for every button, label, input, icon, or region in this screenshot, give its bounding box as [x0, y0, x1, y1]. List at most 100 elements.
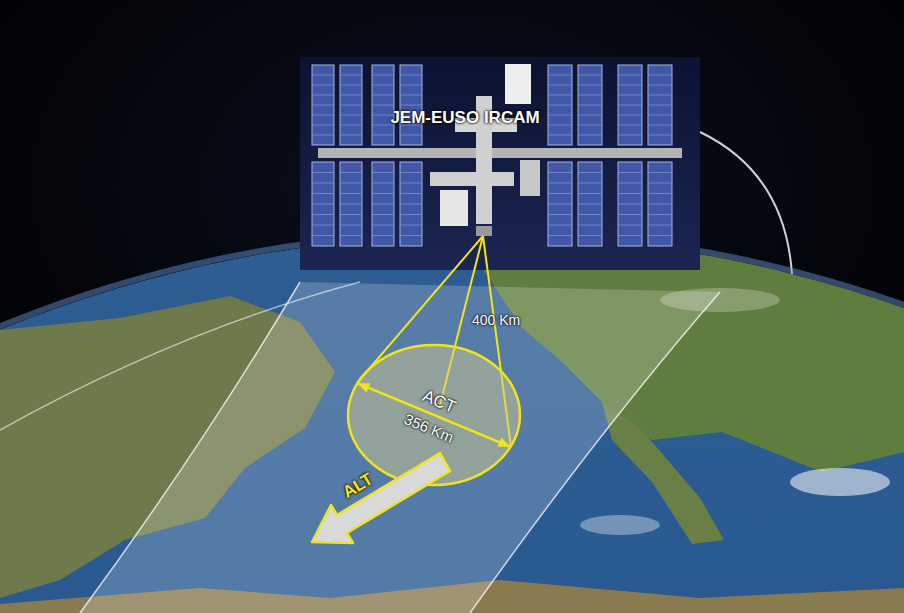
panel-grid [312, 235, 334, 236]
panel-grid [548, 183, 572, 184]
panel-grid [548, 135, 572, 136]
panel-grid [548, 125, 572, 126]
panel-grid [618, 193, 642, 194]
panel-grid [400, 85, 422, 86]
panel-grid [648, 225, 672, 226]
panel-grid [340, 85, 362, 86]
panel-grid [578, 204, 602, 205]
module [430, 172, 514, 186]
panel-grid [648, 115, 672, 116]
panel-grid [340, 225, 362, 226]
panel-grid [648, 193, 672, 194]
panel-grid [340, 214, 362, 215]
panel-grid [400, 183, 422, 184]
panel-grid [618, 85, 642, 86]
panel-grid [372, 75, 394, 76]
panel-grid [618, 225, 642, 226]
solar-panel [372, 65, 394, 145]
panel-grid [618, 214, 642, 215]
panel-grid [578, 105, 602, 106]
panel-grid [548, 235, 572, 236]
solar-panel [400, 162, 422, 246]
solar-panel [578, 162, 602, 246]
truss [318, 148, 682, 158]
panel-grid [618, 75, 642, 76]
panel-grid [618, 183, 642, 184]
panel-grid [400, 225, 422, 226]
panel-grid [400, 105, 422, 106]
panel-grid [312, 204, 334, 205]
panel-grid [312, 172, 334, 173]
panel-grid [340, 172, 362, 173]
panel-grid [340, 183, 362, 184]
ground-track-edge [80, 282, 300, 613]
node-shape [300, 57, 700, 270]
panel-grid [578, 235, 602, 236]
panel-grid [578, 183, 602, 184]
panel-grid [400, 172, 422, 173]
panel-grid [618, 235, 642, 236]
arrowhead [357, 383, 370, 392]
panel-grid [618, 105, 642, 106]
panel-grid [312, 225, 334, 226]
panel-grid [400, 135, 422, 136]
panel-grid [312, 125, 334, 126]
panel-grid [548, 204, 572, 205]
solar-panel [312, 162, 334, 246]
panel-grid [372, 225, 394, 226]
panel-grid [400, 193, 422, 194]
panel-grid [400, 214, 422, 215]
panel-grid [648, 105, 672, 106]
panel-grid [648, 204, 672, 205]
panel-grid [648, 135, 672, 136]
panel-grid [312, 115, 334, 116]
panel-grid [548, 85, 572, 86]
panel-grid [578, 214, 602, 215]
panel-grid [578, 125, 602, 126]
panel-grid [372, 214, 394, 215]
panel-grid [618, 172, 642, 173]
panel-grid [312, 183, 334, 184]
panel-grid [340, 75, 362, 76]
solar-panel [648, 65, 672, 145]
solar-panel [400, 65, 422, 145]
panel-grid [340, 115, 362, 116]
node-shape [300, 450, 455, 550]
panel-grid [578, 193, 602, 194]
panel-grid [548, 172, 572, 173]
solar-panel [548, 65, 572, 145]
panel-grid [372, 193, 394, 194]
panel-grid [312, 95, 334, 96]
radiator [505, 64, 531, 104]
dimension: 400 Km [472, 312, 520, 328]
panel-grid [372, 135, 394, 136]
panel-grid [312, 193, 334, 194]
direction-arrow: ALT [300, 450, 455, 550]
cloud [790, 468, 890, 496]
panel-grid [618, 115, 642, 116]
atmosphere-glow [0, 232, 904, 613]
panel-grid [340, 95, 362, 96]
panel-grid [648, 183, 672, 184]
panel-grid [312, 85, 334, 86]
panel-grid [578, 172, 602, 173]
panel-grid [372, 105, 394, 106]
panel-grid [618, 95, 642, 96]
panel-grid [312, 105, 334, 106]
instrument-title: JEM-EUSO IRCAM [390, 108, 539, 128]
panel-grid [578, 95, 602, 96]
panel-grid [578, 135, 602, 136]
panel-grid [312, 135, 334, 136]
panel-grid [648, 172, 672, 173]
panel-grid [372, 235, 394, 236]
solar-panel [340, 162, 362, 246]
panel-grid [340, 193, 362, 194]
solar-panel [578, 65, 602, 145]
panel-grid [578, 115, 602, 116]
panel-grid [548, 105, 572, 106]
panel-grid [618, 204, 642, 205]
panel-grid [400, 75, 422, 76]
